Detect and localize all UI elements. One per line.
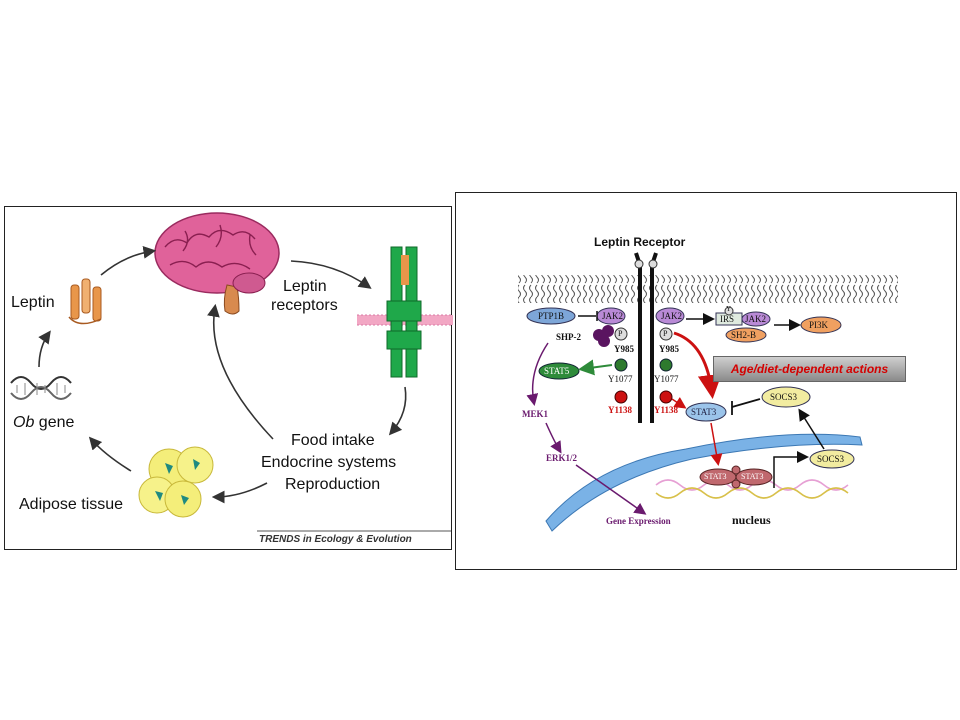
cycle-arrows (38, 246, 407, 504)
leptin-receptor-title: Leptin Receptor (594, 235, 686, 249)
source-credit: TRENDS in Ecology & Evolution (259, 534, 412, 545)
y1077-right-label: Y1077 (654, 374, 679, 384)
ligand-dot-right (648, 259, 658, 269)
socs3-bottom-label: SOCS3 (817, 454, 845, 464)
leptin-signaling-diagram: Leptin Receptor Age/diet-dependent actio… (455, 192, 957, 570)
stat3-dimer-a-label: STAT3 (704, 472, 727, 481)
y-residue-label: Y (726, 305, 732, 313)
plasma-membrane (518, 275, 898, 303)
stat3-dimer-b-label: STAT3 (741, 472, 764, 481)
jak2-right-node (655, 307, 685, 325)
nuclear-envelope (545, 433, 863, 532)
p-left-label: P (618, 329, 623, 338)
irs-label: IRS (720, 314, 735, 324)
gene-expression-label: Gene Expression (606, 516, 671, 526)
ptp1b-node (526, 307, 576, 325)
adipose-tissue-label: Adipose tissue (19, 496, 124, 513)
jak2-right-label: JAK2 (661, 311, 683, 321)
adipose-cells-icon (138, 446, 214, 518)
brain-icon (154, 212, 280, 315)
leptin-cycle-graphics (10, 212, 453, 532)
y1138-left-label: Y1138 (608, 405, 633, 415)
y985-right-label: Y985 (659, 344, 679, 354)
stat3-label: STAT3 (691, 407, 717, 417)
ob-gene-italic: Ob (13, 414, 35, 431)
y1077-left-site (614, 358, 628, 372)
shp2-label: SHP-2 (556, 332, 582, 342)
dna-icon (10, 376, 72, 400)
stat3-node (685, 402, 727, 422)
y1138-left-site (614, 390, 628, 404)
leptin-receptors-label-line2: receptors (271, 297, 338, 314)
p-site-right (659, 327, 673, 341)
mek1-label: MEK1 (522, 409, 548, 419)
jak2-irs-label: JAK2 (745, 314, 767, 324)
leptin-receptors-label-line1: Leptin (283, 278, 327, 295)
dimer-p-top (731, 465, 741, 475)
socs3-top-label: SOCS3 (770, 392, 798, 402)
jak2-left-label: JAK2 (602, 311, 624, 321)
y1138-right-label: Y1138 (654, 405, 679, 415)
ligand-dot-left (634, 259, 644, 269)
ob-gene-rest: gene (34, 414, 75, 431)
stat3-dimer-b (735, 468, 773, 486)
sh2b-label: SH2-B (731, 330, 757, 340)
ptp1b-label: PTP1B (538, 311, 565, 321)
p-right-label: P (663, 329, 668, 338)
ob-gene-label: Ob gene (13, 413, 74, 432)
jak2-irs-node (741, 311, 771, 327)
dimer-p-bottom (731, 479, 741, 489)
outcome-endocrine-systems: Endocrine systems (261, 454, 397, 471)
p-site-left (614, 327, 628, 341)
erk-label: ERK1/2 (546, 453, 578, 463)
outcome-food-intake: Food intake (291, 432, 375, 449)
leptin-label: Leptin (11, 294, 55, 311)
socs3-bottom-node (809, 449, 855, 469)
y985-left-label: Y985 (614, 344, 634, 354)
leptin-protein-icon (68, 278, 102, 325)
shp2-icon (593, 325, 614, 347)
outcome-reproduction: Reproduction (285, 476, 381, 493)
signaling-graphics (518, 252, 898, 532)
y1138-right-site (659, 390, 673, 404)
sh2b-node (725, 327, 767, 343)
leptin-receptor-icon (357, 246, 453, 378)
pi3k-label: PI3K (809, 320, 829, 330)
stat5-label: STAT5 (544, 366, 570, 376)
leptin-cycle-diagram: Leptin Leptin receptors Food intake Endo… (4, 206, 453, 550)
pi3k-node (800, 316, 842, 334)
nucleus-label: nucleus (732, 513, 771, 527)
signal-arrows (526, 311, 825, 515)
age-diet-banner: Age/diet-dependent actions (713, 356, 906, 382)
y1077-left-label: Y1077 (608, 374, 633, 384)
y-residue-icon (724, 306, 734, 316)
socs3-top-node (761, 386, 811, 408)
y1077-right-site (659, 358, 673, 372)
